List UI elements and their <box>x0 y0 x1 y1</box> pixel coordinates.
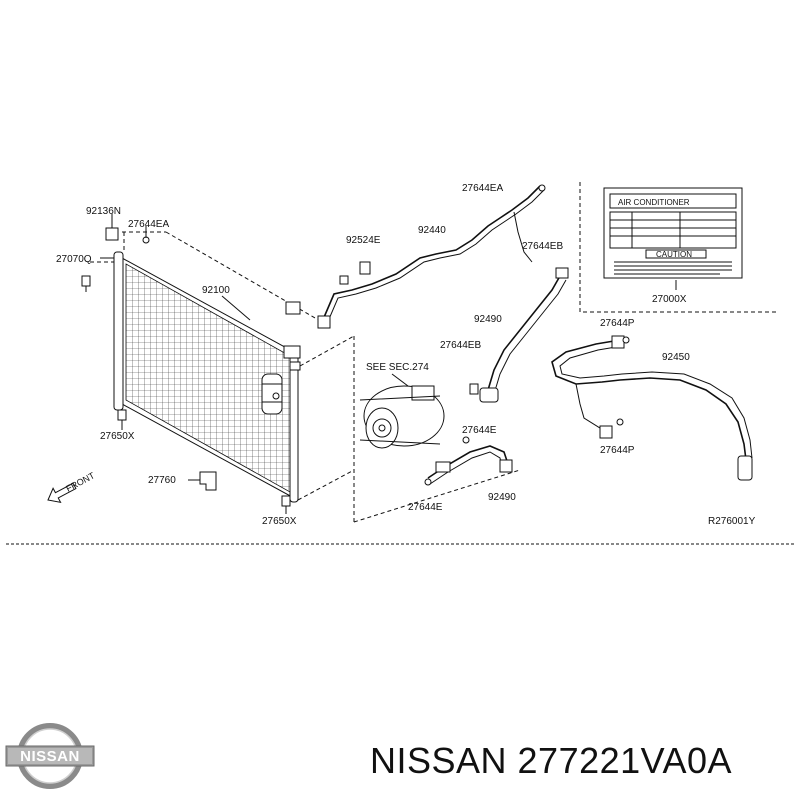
callout-27650x-top: 27650X <box>100 431 135 442</box>
callout-92490-bottom: 92490 <box>488 492 516 503</box>
brand-row: NISSAN NISSAN 277221VA0A <box>0 700 800 800</box>
callout-27644e-right: 27644E <box>462 425 497 436</box>
callout-92100: 92100 <box>202 285 230 296</box>
callout-27644p-top: 27644P <box>600 318 635 329</box>
ac-label-box: AIR CONDITIONER CAUTION <box>579 182 778 313</box>
callout-92524e: 92524E <box>346 235 381 246</box>
callout-92136n: 92136N <box>86 206 121 217</box>
callout-see-sec: SEE SEC.274 <box>366 362 429 373</box>
callout-27070q: 27070Q <box>56 254 92 265</box>
callout-27644e-bottom: 27644E <box>408 502 443 513</box>
hose-92490-upper <box>469 267 569 403</box>
hose-92440 <box>285 184 546 329</box>
label-leaders <box>100 214 287 514</box>
front-label: FRONT <box>64 470 97 494</box>
ac-parts-diagram: AIR CONDITIONER CAUTION 92136N 27644EA 2… <box>6 182 794 545</box>
hose-92450 <box>551 335 753 481</box>
callout-27650x-bottom: 27650X <box>262 516 297 527</box>
callout-27644eb-mid: 27644EB <box>440 340 481 351</box>
reference-code: R276001Y <box>708 516 756 527</box>
hose-92490-lower <box>424 436 513 486</box>
part-number-title: NISSAN 277221VA0A <box>370 740 733 781</box>
callout-92440: 92440 <box>418 225 446 236</box>
condenser-assembly <box>81 227 301 507</box>
callout-27644eb-top: 27644EB <box>522 241 563 252</box>
callout-27000x: 27000X <box>652 294 687 305</box>
callout-27644ea-left: 27644EA <box>128 219 169 230</box>
nissan-logo: NISSAN <box>5 723 95 789</box>
label-card-caution: CAUTION <box>656 250 692 259</box>
callout-92490-top: 92490 <box>474 314 502 325</box>
front-arrow <box>47 482 77 504</box>
compressor <box>359 373 445 449</box>
callout-27644p-bottom: 27644P <box>600 445 635 456</box>
callout-27760: 27760 <box>148 475 176 486</box>
label-card-header: AIR CONDITIONER <box>618 198 690 207</box>
nissan-logo-text: NISSAN <box>20 748 80 765</box>
callout-92450: 92450 <box>662 352 690 363</box>
callout-27644ea-top: 27644EA <box>462 183 503 194</box>
